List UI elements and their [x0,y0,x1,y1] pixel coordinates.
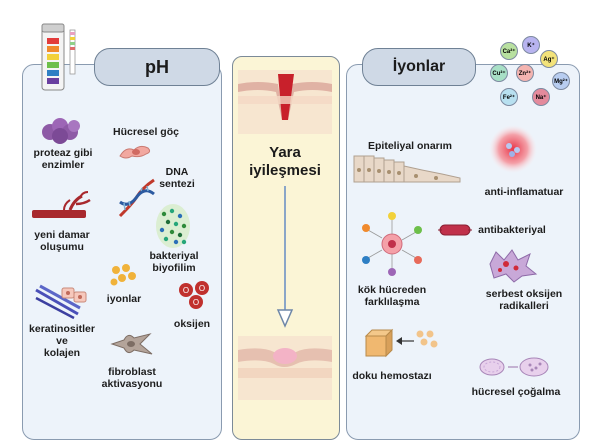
platelets-icon [416,330,438,348]
ions-label-left: iyonlar [106,293,142,305]
epithelial-label: Epiteliyal onarım [367,140,453,152]
oxygen-label: oksijen [173,318,211,330]
free-radicals-label: serbest oksijen radikalleri [485,288,563,312]
cell-migration-label: Hücresel göç [113,126,179,138]
fibroblast-icon [110,333,153,355]
oxygen-icon: O O O [179,281,209,309]
ions-cluster-icon [110,264,136,286]
svg-text:O: O [199,284,205,293]
oxygen-radicals-icon [489,249,538,283]
svg-text:O: O [193,298,199,307]
ion-bubble: Fe²⁺ [500,88,518,106]
protease-icon [42,118,80,144]
bacterium-icon [438,224,472,236]
downward-arrow-icon [276,186,294,328]
stem-cell-icon [362,212,422,276]
proliferation-label: hücresel çoğalma [471,386,561,398]
protease-label: proteaz gibi enzimler [33,147,93,171]
biofilm-label: bakteriyal biyofilim [149,250,199,274]
keratinocyte-collagen-icon [35,284,87,320]
ion-bubble: Ag⁺ [540,50,558,68]
anti-inflammatory-label: anti-inflamatuar [484,186,564,198]
ions-header: İyonlar [362,48,476,86]
tissue-block-icon [364,328,394,358]
stem-cell-label: kök hücreden farklılaşma [357,284,427,308]
ion-bubble: Zn²⁺ [516,64,534,82]
dna-label: DNA sentezi [159,166,195,190]
petri-dish-icon [479,357,549,377]
ph-strip-icon [41,23,76,91]
hemostasis-arrow-icon [396,337,414,345]
migrating-cell-icon [119,145,151,159]
epithelial-cells-icon [353,155,461,183]
bacterial-biofilm-icon [156,204,190,248]
ion-bubble: Cu²⁺ [490,64,508,82]
ions-title: İyonlar [392,58,446,75]
keratinocyte-label: keratinositler ve kolajen [29,323,95,359]
ion-bubble: Na⁺ [532,88,550,106]
ion-bubble: Mg²⁺ [552,72,570,90]
angiogenesis-label: yeni damar oluşumu [34,229,90,253]
ph-title: pH [145,56,169,77]
healed-skin-icon [238,336,332,400]
fibroblast-label: fibroblast aktivasyonu [101,366,163,390]
hemostasis-label: doku hemostazı [352,370,432,382]
wound-top-icon [238,70,332,134]
antibacterial-label: antibakteriyal [478,224,546,236]
wound-healing-title-2: iyileşmesi [249,162,321,179]
blood-vessel-icon [32,191,91,218]
inflammation-icon [489,125,537,173]
ion-bubble: K⁺ [522,36,540,54]
ion-bubble: Ca²⁺ [500,42,518,60]
ph-header: pH [94,48,220,86]
ions-panel [346,64,580,440]
wound-healing-title-1: Yara [269,144,301,161]
dna-icon [118,178,155,218]
svg-text:O: O [183,286,189,295]
